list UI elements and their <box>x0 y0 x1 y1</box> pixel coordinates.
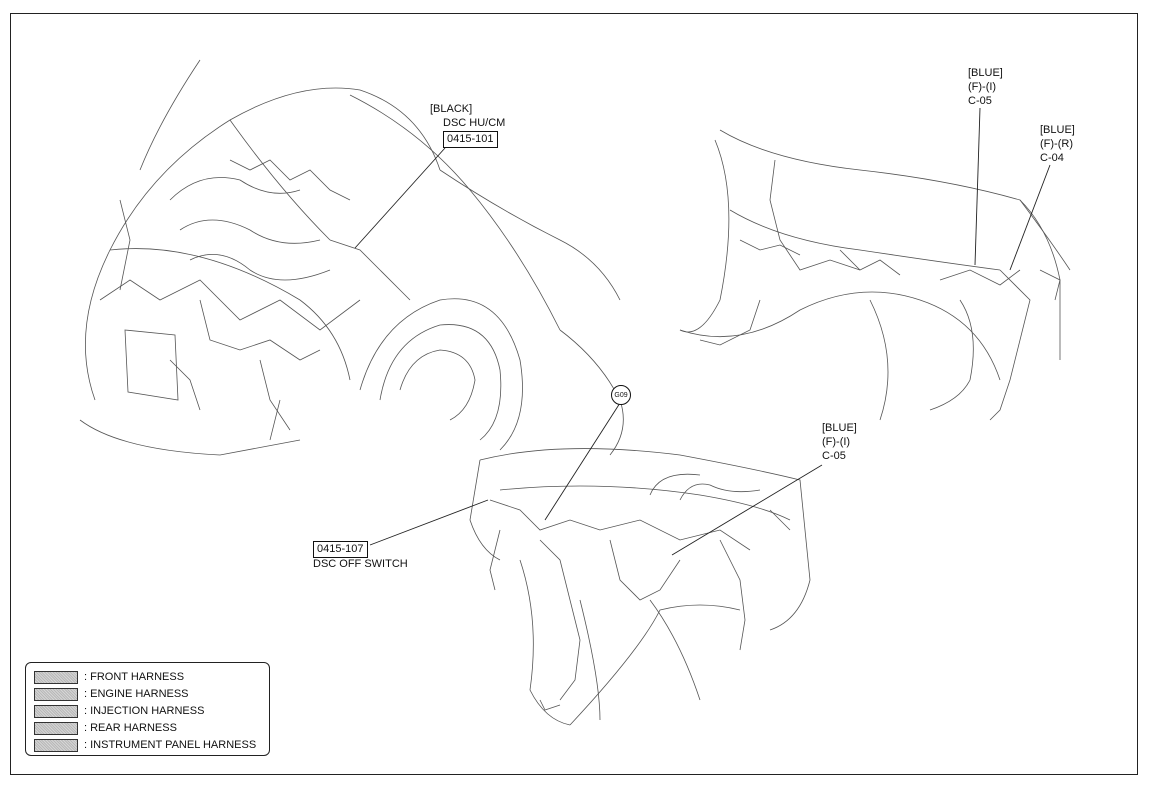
rear-cabin-view <box>679 129 1071 421</box>
legend-label: : INSTRUMENT PANEL HARNESS <box>84 739 257 751</box>
c04-pin: (F)-(R) <box>1040 138 1073 150</box>
legend-item-injection: : INJECTION HARNESS <box>34 704 204 718</box>
c04-color: [BLUE] <box>1040 124 1075 136</box>
leader-lines <box>354 107 1051 556</box>
legend-label: : FRONT HARNESS <box>84 671 185 683</box>
ground-badge: G09 <box>611 385 631 405</box>
dsc-hu-cm-code: 0415-101 <box>443 131 498 148</box>
c05-bottom-pin: (F)-(I) <box>822 436 851 448</box>
legend-item-front: : FRONT HARNESS <box>34 670 184 684</box>
c05-top-pin: (F)-(I) <box>968 81 997 93</box>
legend-swatch <box>34 704 78 718</box>
c05-top-color: [BLUE] <box>968 67 1003 79</box>
legend-swatch <box>34 738 78 752</box>
c05-top-code: C-05 <box>968 95 992 107</box>
legend-label: : REAR HARNESS <box>84 722 177 734</box>
dsc-hu-cm-name: DSC HU/CM <box>443 117 506 129</box>
dsc-off-code: 0415-107 <box>313 541 368 558</box>
instrument-panel-view <box>469 448 811 726</box>
dsc-off-name: DSC OFF SWITCH <box>313 558 408 570</box>
legend-item-instrument-panel: : INSTRUMENT PANEL HARNESS <box>34 738 256 752</box>
harness-legend: : FRONT HARNESS : ENGINE HARNESS : INJEC… <box>25 662 270 756</box>
legend-swatch <box>34 670 78 684</box>
legend-swatch <box>34 687 78 701</box>
diagram-frame <box>10 13 1138 775</box>
legend-swatch <box>34 721 78 735</box>
engine-bay-view <box>79 59 624 456</box>
c05-bottom-code: C-05 <box>822 450 846 462</box>
legend-label: : ENGINE HARNESS <box>84 688 189 700</box>
legend-item-engine: : ENGINE HARNESS <box>34 687 189 701</box>
c04-code: C-04 <box>1040 152 1064 164</box>
legend-label: : INJECTION HARNESS <box>84 705 205 717</box>
legend-item-rear: : REAR HARNESS <box>34 721 177 735</box>
c05-bottom-color: [BLUE] <box>822 422 857 434</box>
dsc-hu-cm-color: [BLACK] <box>430 103 473 115</box>
